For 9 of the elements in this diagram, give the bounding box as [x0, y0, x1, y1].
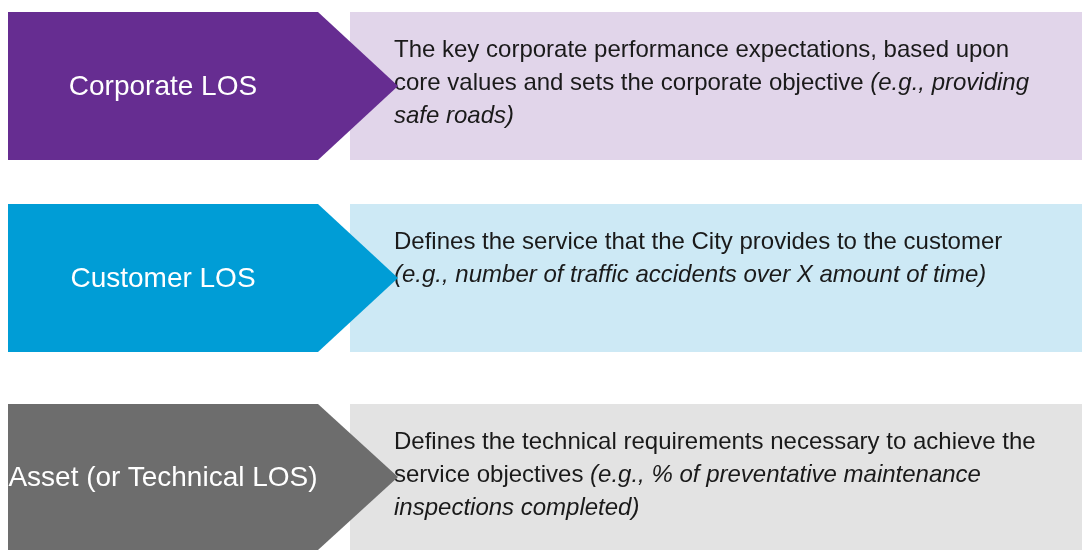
description-panel	[350, 12, 1082, 160]
level-label: Corporate LOS	[67, 69, 259, 103]
description-text: Defines the service that the City provides to the customer (e.g., number of traffic accidents over X amount of time)	[394, 226, 1004, 289]
level-label: Asset (or Technical LOS)	[8, 460, 318, 494]
description-panel	[350, 204, 1082, 352]
description-text: The key corporate performance expectations, based upon core values and sets the corporate objective (e.g., providing safe roads)	[394, 34, 1031, 130]
level-label: Customer LOS	[69, 261, 257, 295]
description-text: Defines the technical requirements necessary to achieve the service objectives (e.g., % of preventative maintenance inspections completed)	[394, 426, 1037, 522]
description-panel	[350, 404, 1082, 550]
